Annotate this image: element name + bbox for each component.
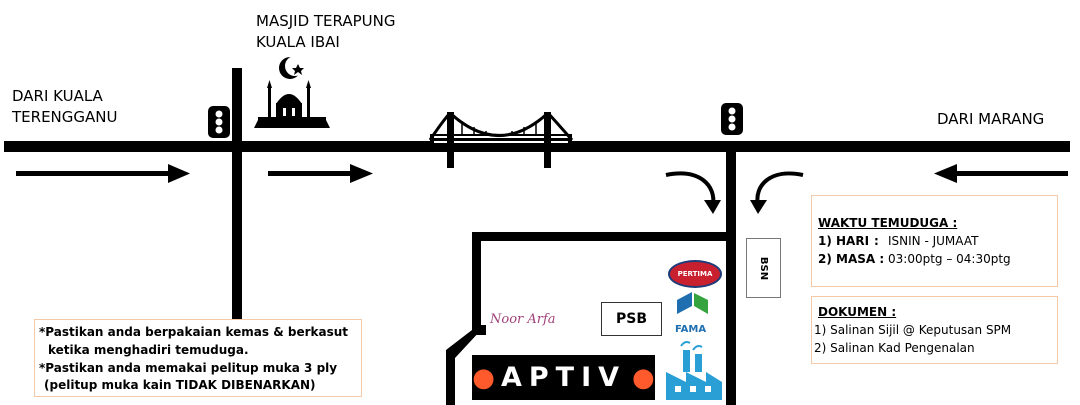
aptiv-dot-right: ●	[632, 362, 655, 393]
interview-day-label: 1) HARI	[818, 234, 870, 248]
side-road-right	[726, 146, 736, 405]
fama-logo: FAMA	[675, 292, 708, 335]
traffic-light-icon	[721, 103, 743, 135]
direction-arrow-east-2	[268, 164, 373, 183]
direction-arrow-west	[934, 164, 1068, 183]
interview-time-value: 03:00ptg – 04:30ptg	[888, 252, 1011, 266]
documents-title: DOKUMEN :	[818, 305, 897, 319]
pertima-logo: PERTIMA	[668, 260, 722, 288]
main-road	[4, 141, 1070, 152]
mosque-label-line1: MASJID TERAPUNG	[256, 12, 396, 30]
note-line-1: *Pastikan anda berpakaian kemas & berkas…	[39, 325, 348, 339]
psb-building: PSB	[601, 302, 662, 336]
direction-arrow-east-1	[16, 164, 190, 183]
bsn-label: BSN	[757, 256, 769, 280]
interview-title: WAKTU TEMUDUGA :	[818, 216, 958, 230]
industrial-area-outline	[446, 232, 730, 405]
psb-label: PSB	[615, 311, 647, 327]
bridge-icon	[428, 111, 574, 168]
interview-day-sep: :	[874, 234, 879, 248]
interview-time-box: WAKTU TEMUDUGA : 1) HARI : ISNIN - JUMAA…	[811, 195, 1058, 287]
from-right-label: DARI MARANG	[937, 110, 1045, 128]
factory-icon	[666, 341, 722, 400]
from-left-label-line1: DARI KUALA	[12, 87, 103, 105]
aptiv-building: ● APTIV ●	[472, 355, 655, 400]
documents-item: 1) Salinan Sijil @ Keputusan SPM	[814, 323, 1012, 337]
note-line-4: (pelitup muka kain TIDAK DIBENARKAN)	[44, 378, 316, 392]
turn-arrow-right	[665, 171, 721, 214]
note-line-3: *Pastikan anda memakai pelitup muka 3 pl…	[39, 361, 338, 375]
turn-arrow-left	[750, 171, 804, 214]
from-left-label-line2: TERENGGANU	[12, 108, 118, 126]
traffic-light-icon	[208, 106, 230, 138]
mosque-label-line2: KUALA IBAI	[256, 33, 340, 51]
bsn-building: BSN	[746, 238, 781, 298]
interview-day-value: ISNIN - JUMAAT	[888, 234, 979, 248]
interview-time-label: 2) MASA :	[818, 252, 885, 266]
aptiv-dot-left: ●	[472, 362, 495, 393]
pertima-label: PERTIMA	[677, 270, 713, 278]
notes-box: *Pastikan anda berpakaian kemas & berkas…	[34, 319, 362, 397]
documents-item: 2) Salinan Kad Pengenalan	[814, 341, 975, 355]
documents-box: DOKUMEN : 1) Salinan Sijil @ Keputusan S…	[811, 296, 1058, 364]
note-line-2: ketika menghadiri temuduga.	[48, 343, 249, 357]
noor-arfa-logo: Noor Arfa	[490, 312, 556, 327]
fama-label: FAMA	[675, 324, 706, 335]
aptiv-label: APTIV	[500, 362, 627, 393]
side-road-left	[232, 68, 242, 320]
mosque-icon	[254, 56, 330, 128]
